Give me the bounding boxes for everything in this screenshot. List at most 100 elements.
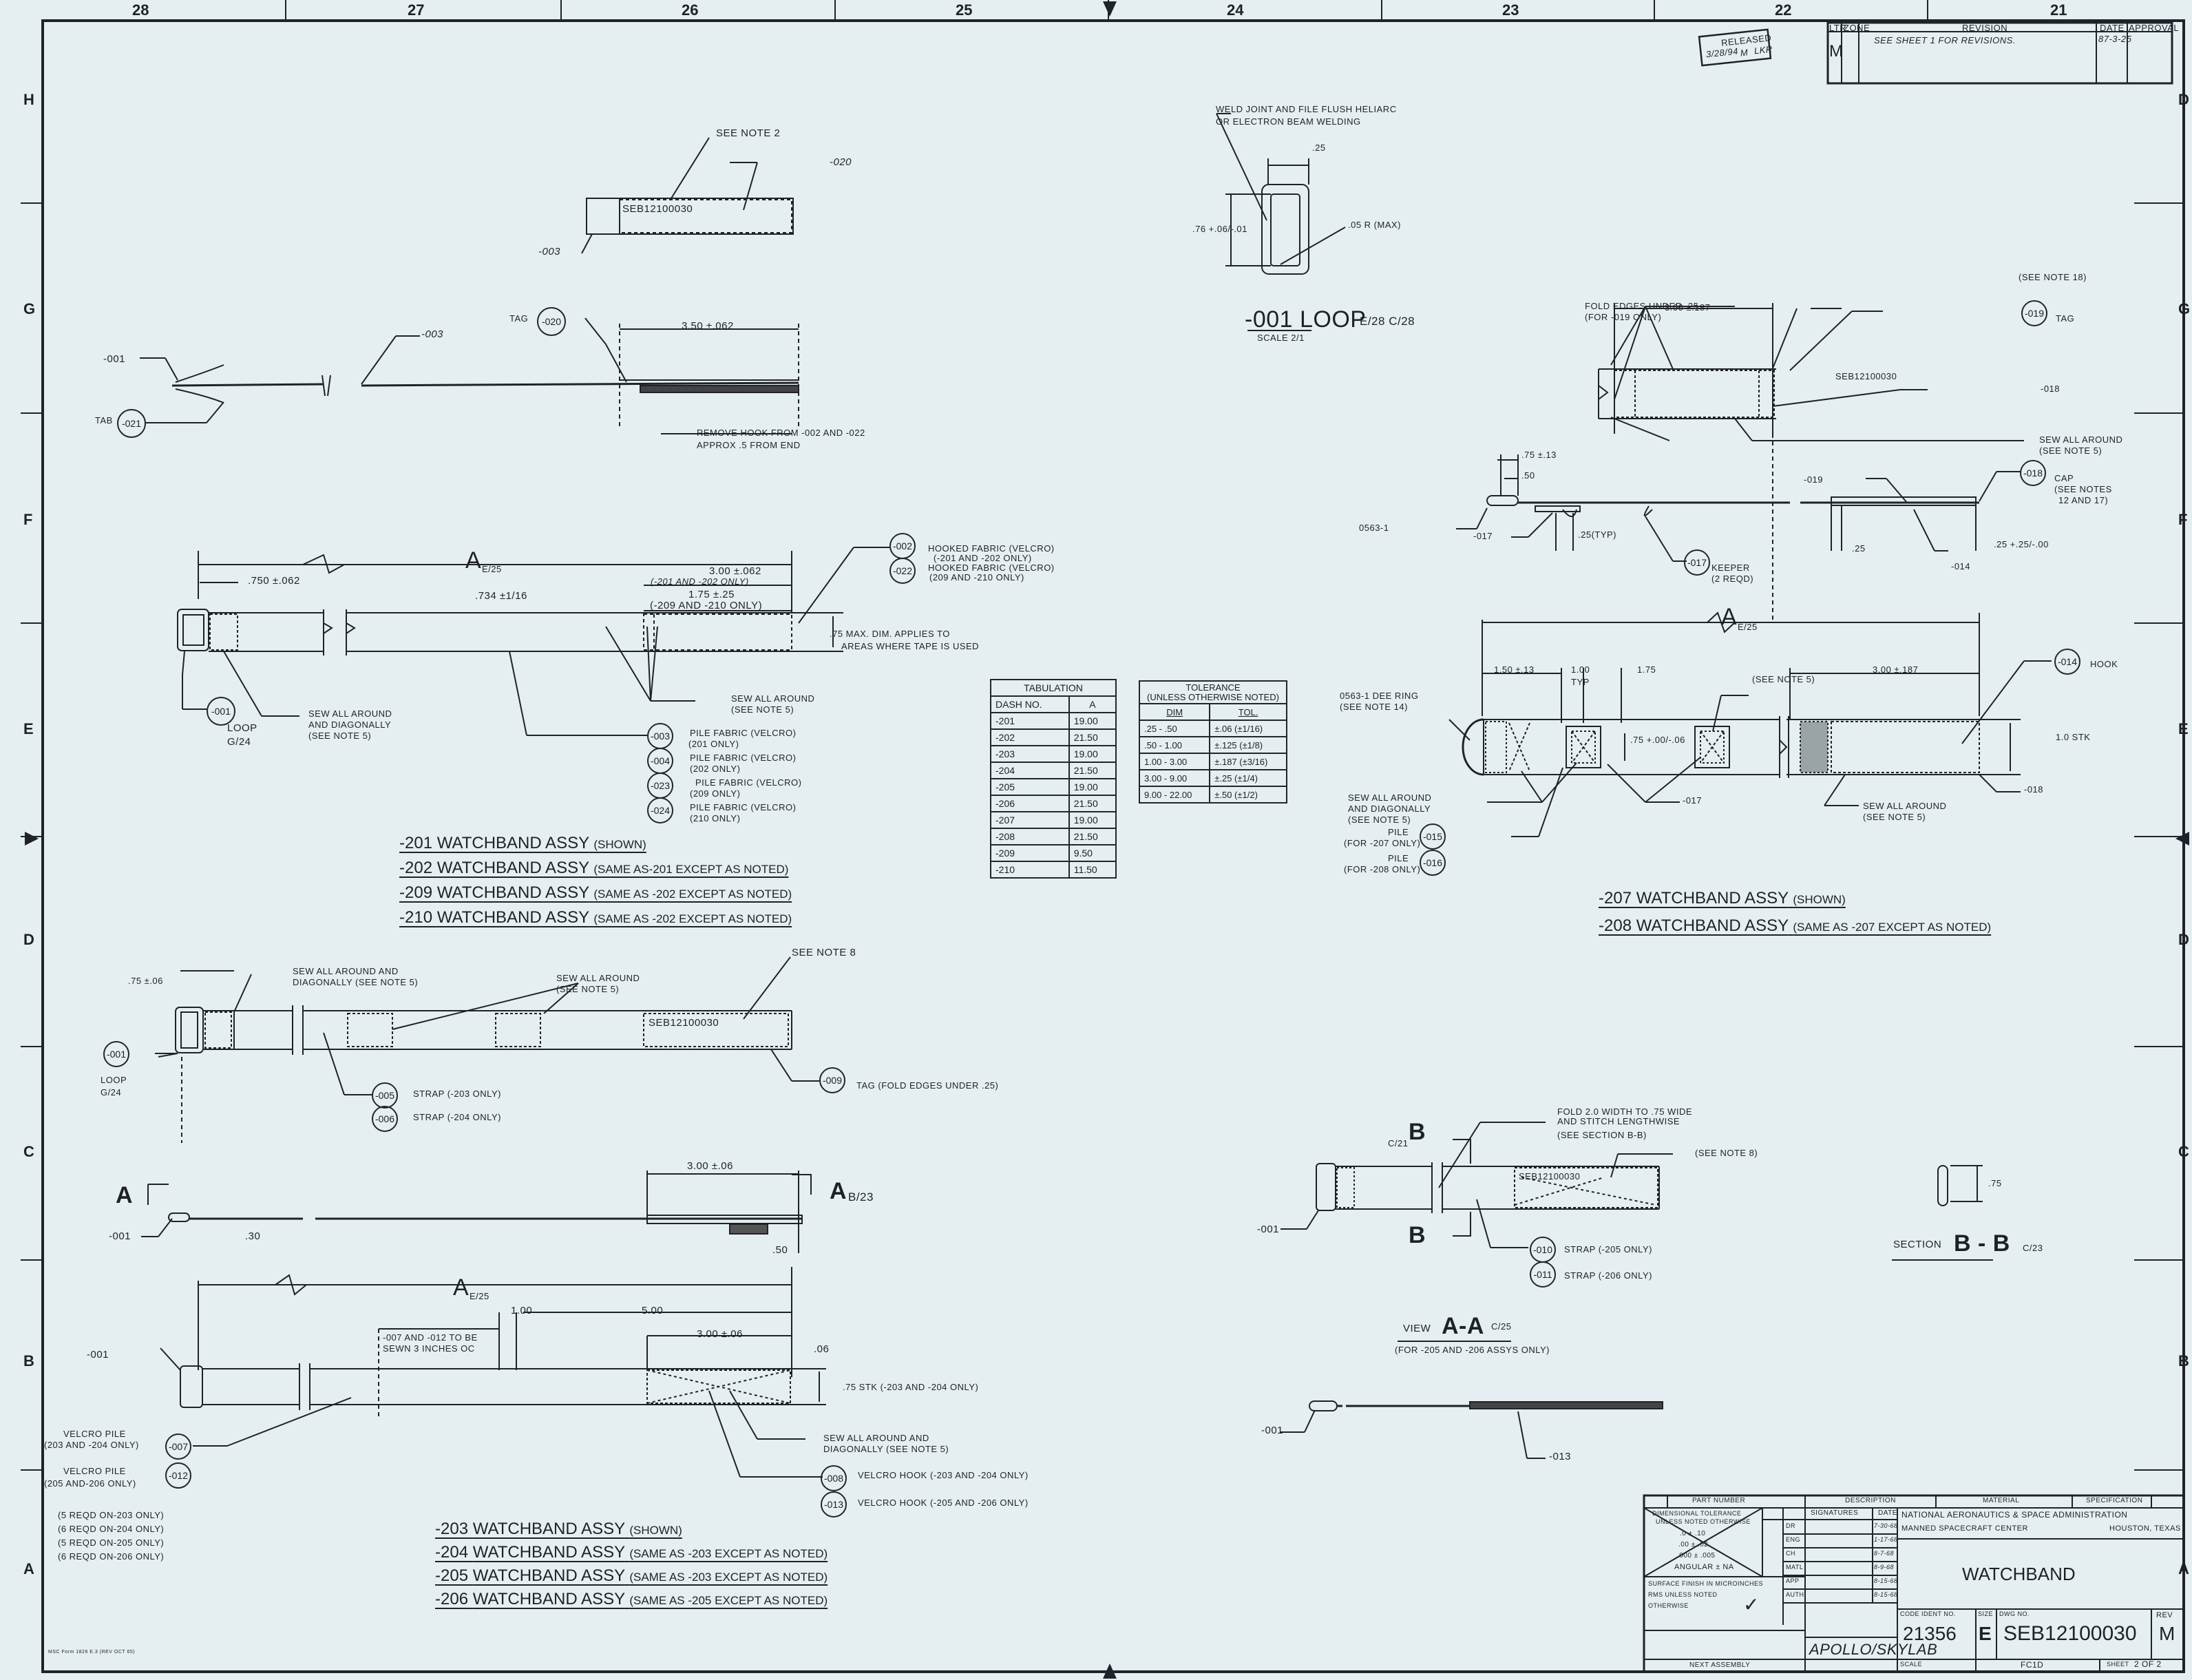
dimension: .750 ±.062 [248,575,300,587]
sew-note: SEW ALL AROUND AND [823,1433,929,1443]
velcro-pile-note: (203 AND -204 ONLY) [44,1440,139,1450]
part-label: -017 [1473,531,1493,541]
dash-no: -206 [990,795,1070,812]
part-label: -001 [1257,1224,1280,1235]
note-label: (SEE NOTE 8) [1695,1148,1758,1158]
assy-name: WATCHBAND ASSY [1636,916,1789,935]
tolerance: ±.50 (±1/2) [1209,786,1287,804]
callout-text: (202 ONLY) [690,764,741,774]
callout-text: PILE FABRIC (VELCRO) [690,753,797,763]
zone-label-top: 24 [1227,1,1244,19]
size-label: SIZE [1978,1610,1994,1617]
assy-name: WATCHBAND ASSY [436,834,589,852]
zone-label-top: 27 [408,1,425,19]
velcro-pile-label: VELCRO PILE [63,1429,126,1439]
dash-no: -209 [990,844,1070,862]
zone-label-left: B [23,1352,34,1369]
assy-number: -209 [399,883,433,902]
dimension: 5.00 [642,1305,664,1316]
sheet-number: 2 OF 2 [2134,1659,2162,1669]
assy-name: WATCHBAND ASSY [436,883,589,902]
zone-label-top: 21 [2050,1,2067,19]
assy-note: (SAME AS -205 EXCEPT AS NOTED) [629,1594,828,1607]
dimension: 3.50 ±.062 [682,320,734,332]
tolerance: ±.125 (±1/8) [1209,736,1287,755]
weld-note: WELD JOINT AND FILE FLUSH HELIARC [1216,104,1397,114]
dimension: .06 [814,1343,830,1355]
dimension: 3.00 ±.062 [709,565,761,577]
dimension: 3.00 ±.187 [1873,664,1919,675]
note-label: (SEE NOTE 18) [2019,272,2087,282]
pile-note: (FOR -208 ONLY) [1344,864,1421,874]
check-icon: ✓ [1743,1594,1760,1615]
sew-note: (SEE NOTE 5) [731,704,794,715]
dimension: 1.75 ±.25 [688,589,735,600]
callout-text: PILE FABRIC (VELCRO) [695,777,802,788]
keeper-label: KEEPER [1711,563,1750,573]
note-text: APPROX .5 FROM END [697,440,801,450]
program-name: APOLLO/SKYLAB [1809,1641,1938,1658]
assy-number: -210 [399,908,433,927]
drawing-number: SEB12100030 [2003,1622,2137,1645]
sew-note: SEW ALL AROUND AND [293,966,399,976]
dimension: .75 ±.06 [128,976,163,986]
table-row: 1.00 - 3.00±.187 (±3/16) [1138,753,1287,771]
rev-header-zone: ZONE [1844,23,1870,33]
zone-label-left: E [23,720,34,737]
dim-range: 1.00 - 3.00 [1138,753,1211,771]
value-a: 21.50 [1068,795,1117,812]
item-bubble: -009 [819,1067,845,1093]
zone-ref: E/25 [482,564,502,574]
strap-label: STRAP (-206 ONLY) [1564,1270,1652,1281]
item-bubble: -008 [821,1465,847,1491]
tag-label: TAG [2056,313,2075,324]
signature-date: 8-7-68 [1874,1550,1895,1557]
dimension: TYP [1571,677,1590,687]
item-bubble: -012 [165,1462,191,1489]
code-ident: 21356 [1903,1623,1957,1644]
tab-label: TAB [95,415,113,426]
pile-label: PILE [1388,853,1409,863]
assy-name: WATCHBAND ASSY [472,1520,625,1538]
tolerance-row: .0 ± .10 [1680,1530,1706,1537]
table-row: .25 - .50±.06 (±1/16) [1138,720,1287,738]
table-subtitle: (UNLESS OTHERWISE NOTED) [1147,691,1279,702]
value-a: 19.00 [1068,712,1117,730]
sew-note: SEW ALL AROUND [2039,434,2123,445]
zone-label-left: A [23,1560,34,1577]
note-label: (SEE NOTE 5) [1752,674,1815,684]
sew-note: SEW ALL AROUND [308,708,392,719]
item-bubble: -023 [647,773,673,799]
organization: NATIONAL AERONAUTICS & SPACE ADMINISTRAT… [1901,1510,2128,1520]
zone-label-top: 28 [132,1,149,19]
velcro-pile-label: VELCRO PILE [63,1466,126,1476]
item-bubble: -004 [647,748,673,774]
zone-ref: G/24 [101,1087,122,1098]
sew-note: AND DIAGONALLY [1348,804,1431,814]
signature-role: DR [1786,1522,1795,1529]
signature-date: 1-17-68 [1874,1536,1898,1543]
part-label: -001 [109,1230,131,1242]
zone-label-left: D [23,931,34,948]
dee-ring-label: 0563-1 DEE RING [1340,691,1419,701]
dimension: 1.75 [1637,664,1656,675]
assy-note: (SAME AS -203 EXCEPT AS NOTED) [629,1571,828,1584]
assy-note: (SAME AS -202 EXCEPT AS NOTED) [593,888,792,901]
dimension: .75 +.00/-.06 [1630,735,1685,745]
callout-text: (-201 AND -202 ONLY) [934,553,1032,563]
tolerance-title: UNLESS NOTED OTHERWISE [1656,1518,1751,1525]
sew-note: AND DIAGONALLY [308,720,392,730]
sew-note: SEW ALL AROUND [556,973,640,983]
part-marking: SEB12100030 [622,203,693,215]
assy-number: -201 [399,834,433,852]
fold-note: (SEE SECTION B-B) [1557,1130,1647,1140]
zone-ref: C/23 [2023,1243,2043,1253]
assy-number: -203 [435,1520,469,1538]
rev-header-approval: APPROVAL [2129,23,2180,33]
table-row: .50 - 1.00±.125 (±1/8) [1138,736,1287,755]
part-marking: SEB12100030 [649,1017,719,1029]
item-bubble: -016 [1420,850,1446,876]
assy-number: -206 [435,1590,469,1608]
finish-note: OTHERWISE [1648,1602,1689,1609]
